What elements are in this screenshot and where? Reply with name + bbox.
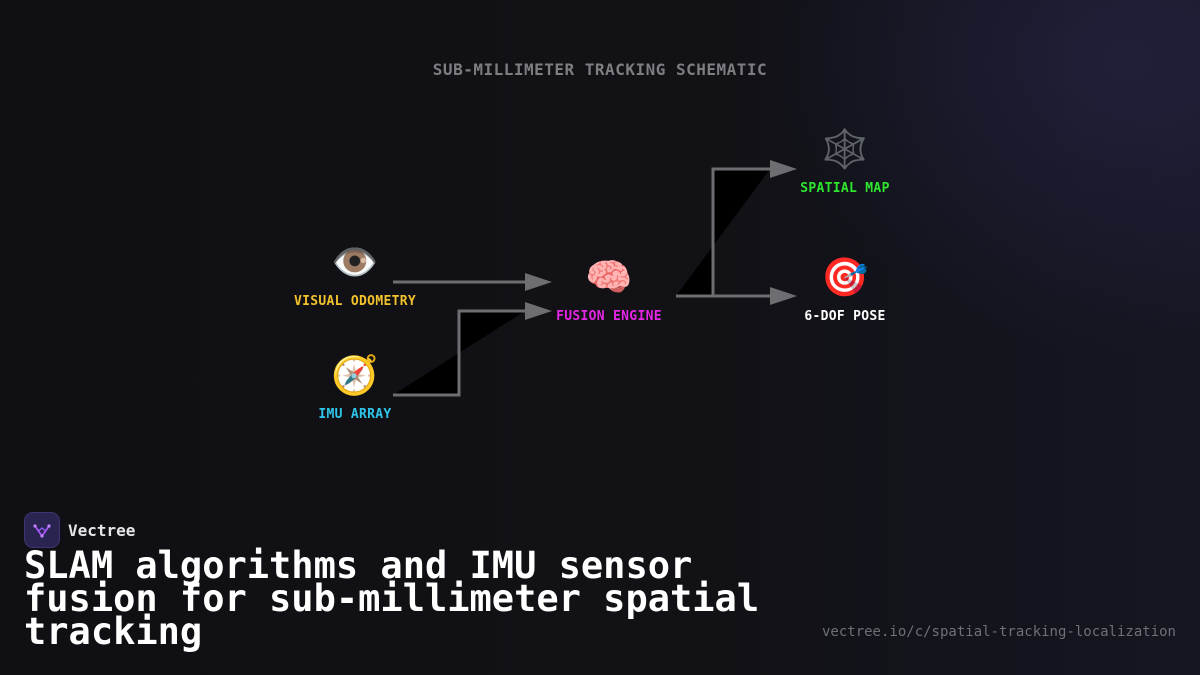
edge-fusion-to-pose-arrowhead	[770, 287, 797, 305]
brand-name: Vectree	[68, 520, 136, 540]
target-icon: 🎯	[821, 255, 869, 299]
brand: Vectree	[24, 512, 135, 548]
page-url: vectree.io/c/spatial-tracking-localizati…	[821, 624, 1176, 640]
node-spatial-map: 🕸️ SPATIAL MAP	[745, 125, 945, 196]
edge-imu-to-fusion-arrowhead	[525, 302, 552, 320]
node-label-fusion-engine: FUSION ENGINE	[556, 309, 662, 324]
edge-visual-to-fusion-arrowhead	[525, 273, 552, 291]
node-6dof-pose: 🎯 6-DOF POSE	[745, 253, 945, 324]
edge-fusion-to-map-arrowhead	[770, 160, 797, 178]
vectree-logo-icon	[24, 512, 60, 548]
spider-web-icon: 🕸️	[821, 127, 869, 171]
eye-icon: 👁️	[331, 240, 379, 284]
node-fusion-engine: 🧠 FUSION ENGINE	[509, 253, 709, 324]
node-label-imu-array: IMU ARRAY	[318, 407, 392, 422]
brain-icon: 🧠	[585, 255, 633, 299]
edge-imu-to-fusion	[393, 309, 525, 397]
diagram-title: SUB-MILLIMETER TRACKING SCHEMATIC	[432, 60, 768, 79]
node-label-spatial-map: SPATIAL MAP	[800, 181, 890, 196]
headline: SLAM algorithms and IMU sensor fusion fo…	[24, 544, 760, 653]
compass-icon: 🧭	[331, 353, 379, 397]
node-imu-array: 🧭 IMU ARRAY	[255, 351, 455, 422]
edge-fusion-to-map-fill	[676, 169, 770, 296]
node-label-visual-odometry: VISUAL ODOMETRY	[294, 294, 416, 309]
node-label-6dof-pose: 6-DOF POSE	[804, 309, 886, 324]
node-visual-odometry: 👁️ VISUAL ODOMETRY	[255, 238, 455, 309]
